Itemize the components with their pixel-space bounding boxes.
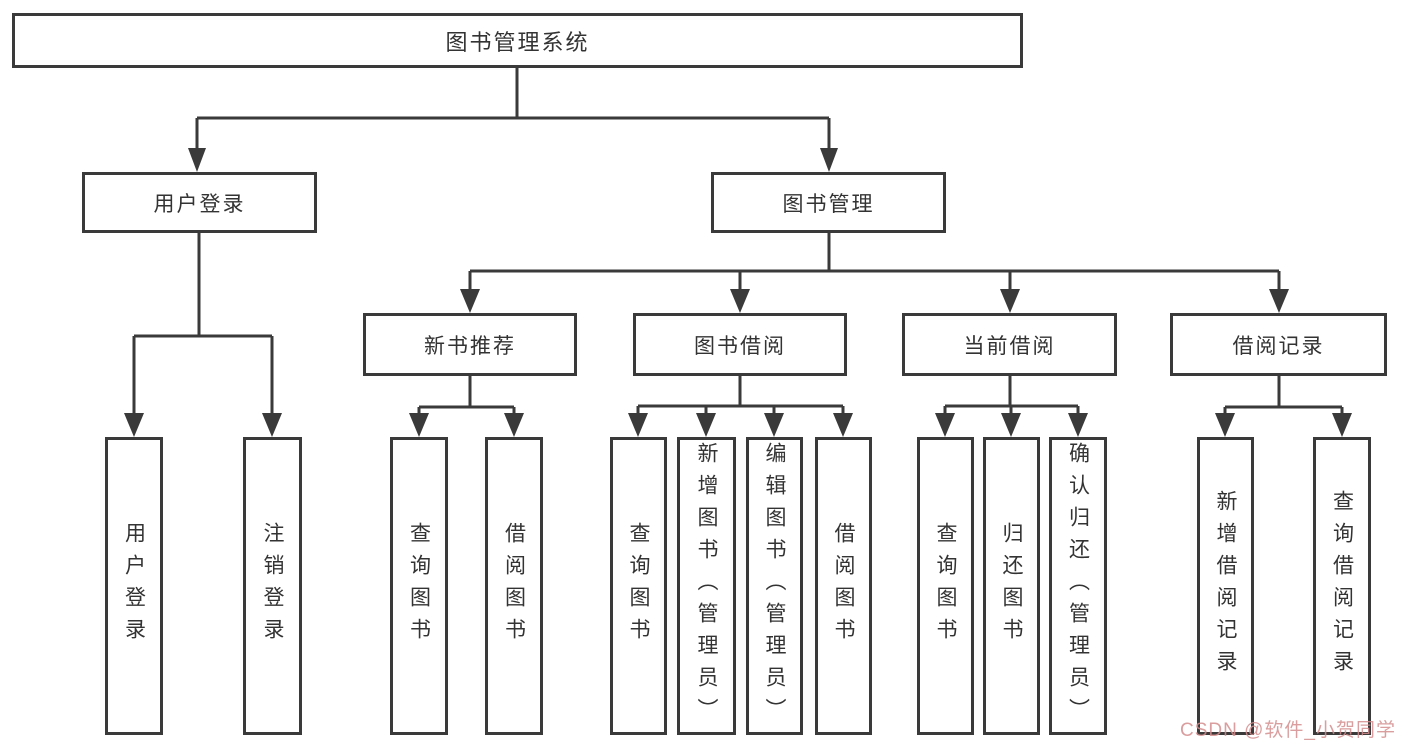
node-label: 当前借阅 bbox=[963, 334, 1056, 358]
arrowhead-icon bbox=[764, 413, 784, 437]
arrowhead-icon bbox=[1269, 289, 1289, 313]
arrowhead-icon bbox=[696, 413, 716, 437]
arrowhead-icon bbox=[188, 148, 206, 172]
leaf-label: 用户登录 bbox=[122, 522, 146, 650]
arrowhead-icon bbox=[1215, 413, 1235, 437]
node-current-borrow: 当前借阅 bbox=[902, 313, 1117, 376]
leaf-borrow-borrow-books: 借阅图书 bbox=[815, 437, 872, 735]
node-new-book-recommend: 新书推荐 bbox=[363, 313, 577, 376]
node-book-borrow: 图书借阅 bbox=[633, 313, 847, 376]
arrowhead-icon bbox=[935, 413, 955, 437]
arrowhead-icon bbox=[409, 413, 429, 437]
leaf-records-query-record: 查询借阅记录 bbox=[1313, 437, 1371, 735]
csdn-watermark: CSDN @软件_小贺同学 bbox=[1180, 720, 1396, 741]
arrowhead-icon bbox=[124, 413, 144, 437]
leaf-current-confirm-return-admin: 确认归还（管理员） bbox=[1049, 437, 1107, 735]
leaf-borrow-query-books: 查询图书 bbox=[610, 437, 667, 735]
leaf-rec-borrow-books: 借阅图书 bbox=[485, 437, 543, 735]
node-label: 图书借阅 bbox=[694, 334, 786, 358]
arrowhead-icon bbox=[833, 413, 853, 437]
arrowhead-icon bbox=[504, 413, 524, 437]
leaf-rec-query-books: 查询图书 bbox=[390, 437, 448, 735]
arrowhead-icon bbox=[1068, 413, 1088, 437]
edge-user-login-children bbox=[132, 233, 274, 421]
leaf-label: 新增借阅记录 bbox=[1214, 490, 1237, 682]
leaf-label: 归还图书 bbox=[1000, 522, 1023, 650]
edge-root-to-level2 bbox=[195, 68, 831, 156]
edge-book-mgmt-children bbox=[468, 233, 1281, 297]
leaf-label: 确认归还（管理员） bbox=[1066, 442, 1090, 730]
arrowhead-icon bbox=[820, 148, 838, 172]
leaf-label: 查询借阅记录 bbox=[1330, 490, 1354, 682]
leaf-label: 借阅图书 bbox=[502, 522, 526, 650]
leaf-label: 借阅图书 bbox=[832, 522, 855, 650]
node-book-management: 图书管理 bbox=[711, 172, 946, 233]
arrowhead-icon bbox=[262, 413, 282, 437]
node-root: 图书管理系统 bbox=[12, 13, 1023, 68]
arrowhead-icon bbox=[1332, 413, 1352, 437]
leaf-logout: 注销登录 bbox=[243, 437, 302, 735]
leaf-current-return-books: 归还图书 bbox=[983, 437, 1040, 735]
leaf-label: 编辑图书（管理员） bbox=[763, 442, 786, 730]
node-label: 图书管理 bbox=[782, 192, 875, 216]
leaf-label: 查询图书 bbox=[934, 522, 957, 650]
leaf-label: 查询图书 bbox=[407, 522, 431, 650]
arrowheads bbox=[124, 148, 1352, 437]
arrowhead-icon bbox=[730, 289, 750, 313]
node-label: 新书推荐 bbox=[424, 334, 516, 358]
node-label: 图书管理系统 bbox=[445, 29, 590, 55]
leaf-label: 查询图书 bbox=[627, 522, 650, 650]
leaf-borrow-add-books-admin: 新增图书（管理员） bbox=[677, 437, 736, 735]
edge-new-book-rec-children bbox=[417, 376, 516, 421]
arrowhead-icon bbox=[1001, 413, 1021, 437]
leaf-label: 注销登录 bbox=[261, 522, 284, 650]
leaf-label: 新增图书（管理员） bbox=[695, 442, 718, 730]
leaf-user-login: 用户登录 bbox=[105, 437, 163, 735]
node-label: 用户登录 bbox=[153, 192, 246, 216]
node-borrow-records: 借阅记录 bbox=[1170, 313, 1387, 376]
edge-book-borrow-children bbox=[636, 376, 845, 421]
node-label: 借阅记录 bbox=[1232, 334, 1325, 358]
leaf-records-add-record: 新增借阅记录 bbox=[1197, 437, 1254, 735]
edge-borrow-records-children bbox=[1223, 376, 1344, 421]
leaf-borrow-edit-books-admin: 编辑图书（管理员） bbox=[746, 437, 803, 735]
arrowhead-icon bbox=[460, 289, 480, 313]
leaf-current-query-books: 查询图书 bbox=[917, 437, 974, 735]
arrowhead-icon bbox=[1000, 289, 1020, 313]
node-user-login: 用户登录 bbox=[82, 172, 317, 233]
arrowhead-icon bbox=[628, 413, 648, 437]
